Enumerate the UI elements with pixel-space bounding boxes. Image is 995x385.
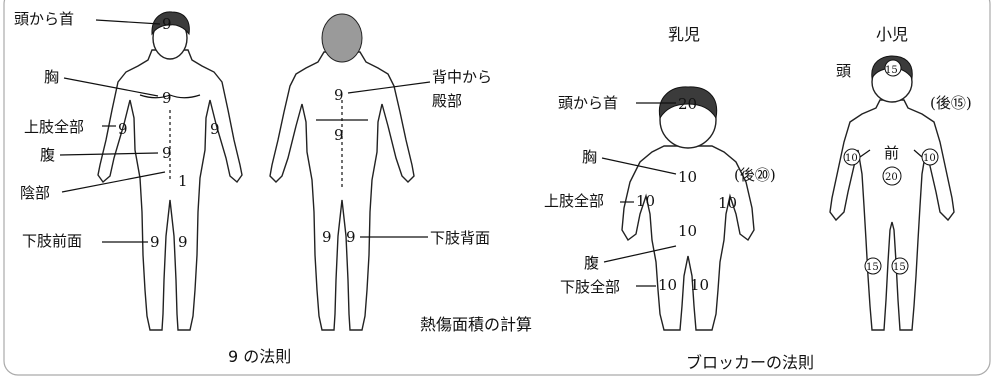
- label-back-1: 背中から: [432, 68, 492, 86]
- child-value-leg-left: 15: [866, 262, 879, 273]
- child-value-front: 20: [885, 172, 898, 183]
- label-back-2: 殿部: [432, 92, 462, 110]
- label-abdomen: 腹: [40, 146, 55, 164]
- infant-value-arm-right: 10: [718, 194, 737, 212]
- infant-label-back: (後⑳): [734, 166, 776, 184]
- child-value-leg-right: 15: [893, 262, 906, 273]
- child-label-head: 頭: [836, 62, 851, 80]
- infant-label-abdomen: 腹: [584, 254, 599, 272]
- value-arm-right: 9: [210, 120, 220, 138]
- value-leg-back-left: 9: [322, 228, 332, 246]
- child-value-head: 15: [885, 65, 898, 76]
- rule-of-nines-title: 9 の法則: [228, 347, 291, 366]
- adult-front-figure: [97, 11, 243, 331]
- value-abdomen: 9: [162, 144, 172, 162]
- infant-value-leg-right: 10: [690, 276, 709, 294]
- lund-browder-title: ブロッカーの法則: [686, 353, 814, 372]
- infant-label-head-neck: 頭から首: [558, 94, 618, 112]
- label-chest: 胸: [44, 68, 59, 86]
- rule-of-nines-labels: 頭から首 9 胸 9 上肢全部 9 9 腹 9 陰部 1 下肢前面 9 9 9 …: [14, 10, 492, 366]
- value-back-upper: 9: [334, 86, 344, 104]
- infant-label-chest: 胸: [582, 148, 597, 166]
- value-leg-front-left: 9: [150, 233, 160, 251]
- label-upper-limb: 上肢全部: [24, 118, 84, 136]
- value-leg-back-right: 9: [346, 228, 356, 246]
- child-heading: 小児: [876, 25, 908, 44]
- child-figure: 小児 頭 15 (後⑮) 10 10 前 20 15 15: [829, 25, 972, 331]
- value-head: 9: [162, 15, 172, 33]
- infant-value-head: 20: [678, 95, 697, 113]
- value-genital: 1: [178, 172, 188, 190]
- label-lower-front: 下肢前面: [22, 232, 82, 250]
- infant-value-abdomen: 10: [678, 222, 697, 240]
- infant-value-leg-left: 10: [658, 276, 677, 294]
- value-leg-front-right: 9: [178, 233, 188, 251]
- infant-value-arm-left: 10: [636, 192, 655, 210]
- infant-label-upper-limb: 上肢全部: [544, 192, 604, 210]
- frame: [3, 0, 991, 376]
- label-genital: 陰部: [20, 184, 50, 202]
- label-lower-back: 下肢背面: [430, 229, 490, 247]
- adult-back-figure: [269, 13, 415, 331]
- child-label-back: (後⑮): [930, 94, 972, 112]
- child-label-front: 前: [884, 144, 899, 162]
- value-arm-left: 9: [118, 120, 128, 138]
- child-value-arm-left: 10: [845, 153, 858, 164]
- infant-figure: 乳児 頭から首 20 胸 10 (後⑳) 上肢全部 10 10 腹 10 下肢全…: [544, 25, 776, 331]
- center-caption: 熱傷面積の計算: [420, 315, 532, 334]
- infant-label-lower-limb: 下肢全部: [560, 278, 620, 296]
- infant-value-chest: 10: [678, 168, 697, 186]
- child-value-arm-right: 10: [923, 153, 936, 164]
- value-back-lower: 9: [334, 126, 344, 144]
- value-chest: 9: [162, 89, 172, 107]
- infant-heading: 乳児: [668, 25, 700, 44]
- label-head-neck: 頭から首: [14, 10, 74, 28]
